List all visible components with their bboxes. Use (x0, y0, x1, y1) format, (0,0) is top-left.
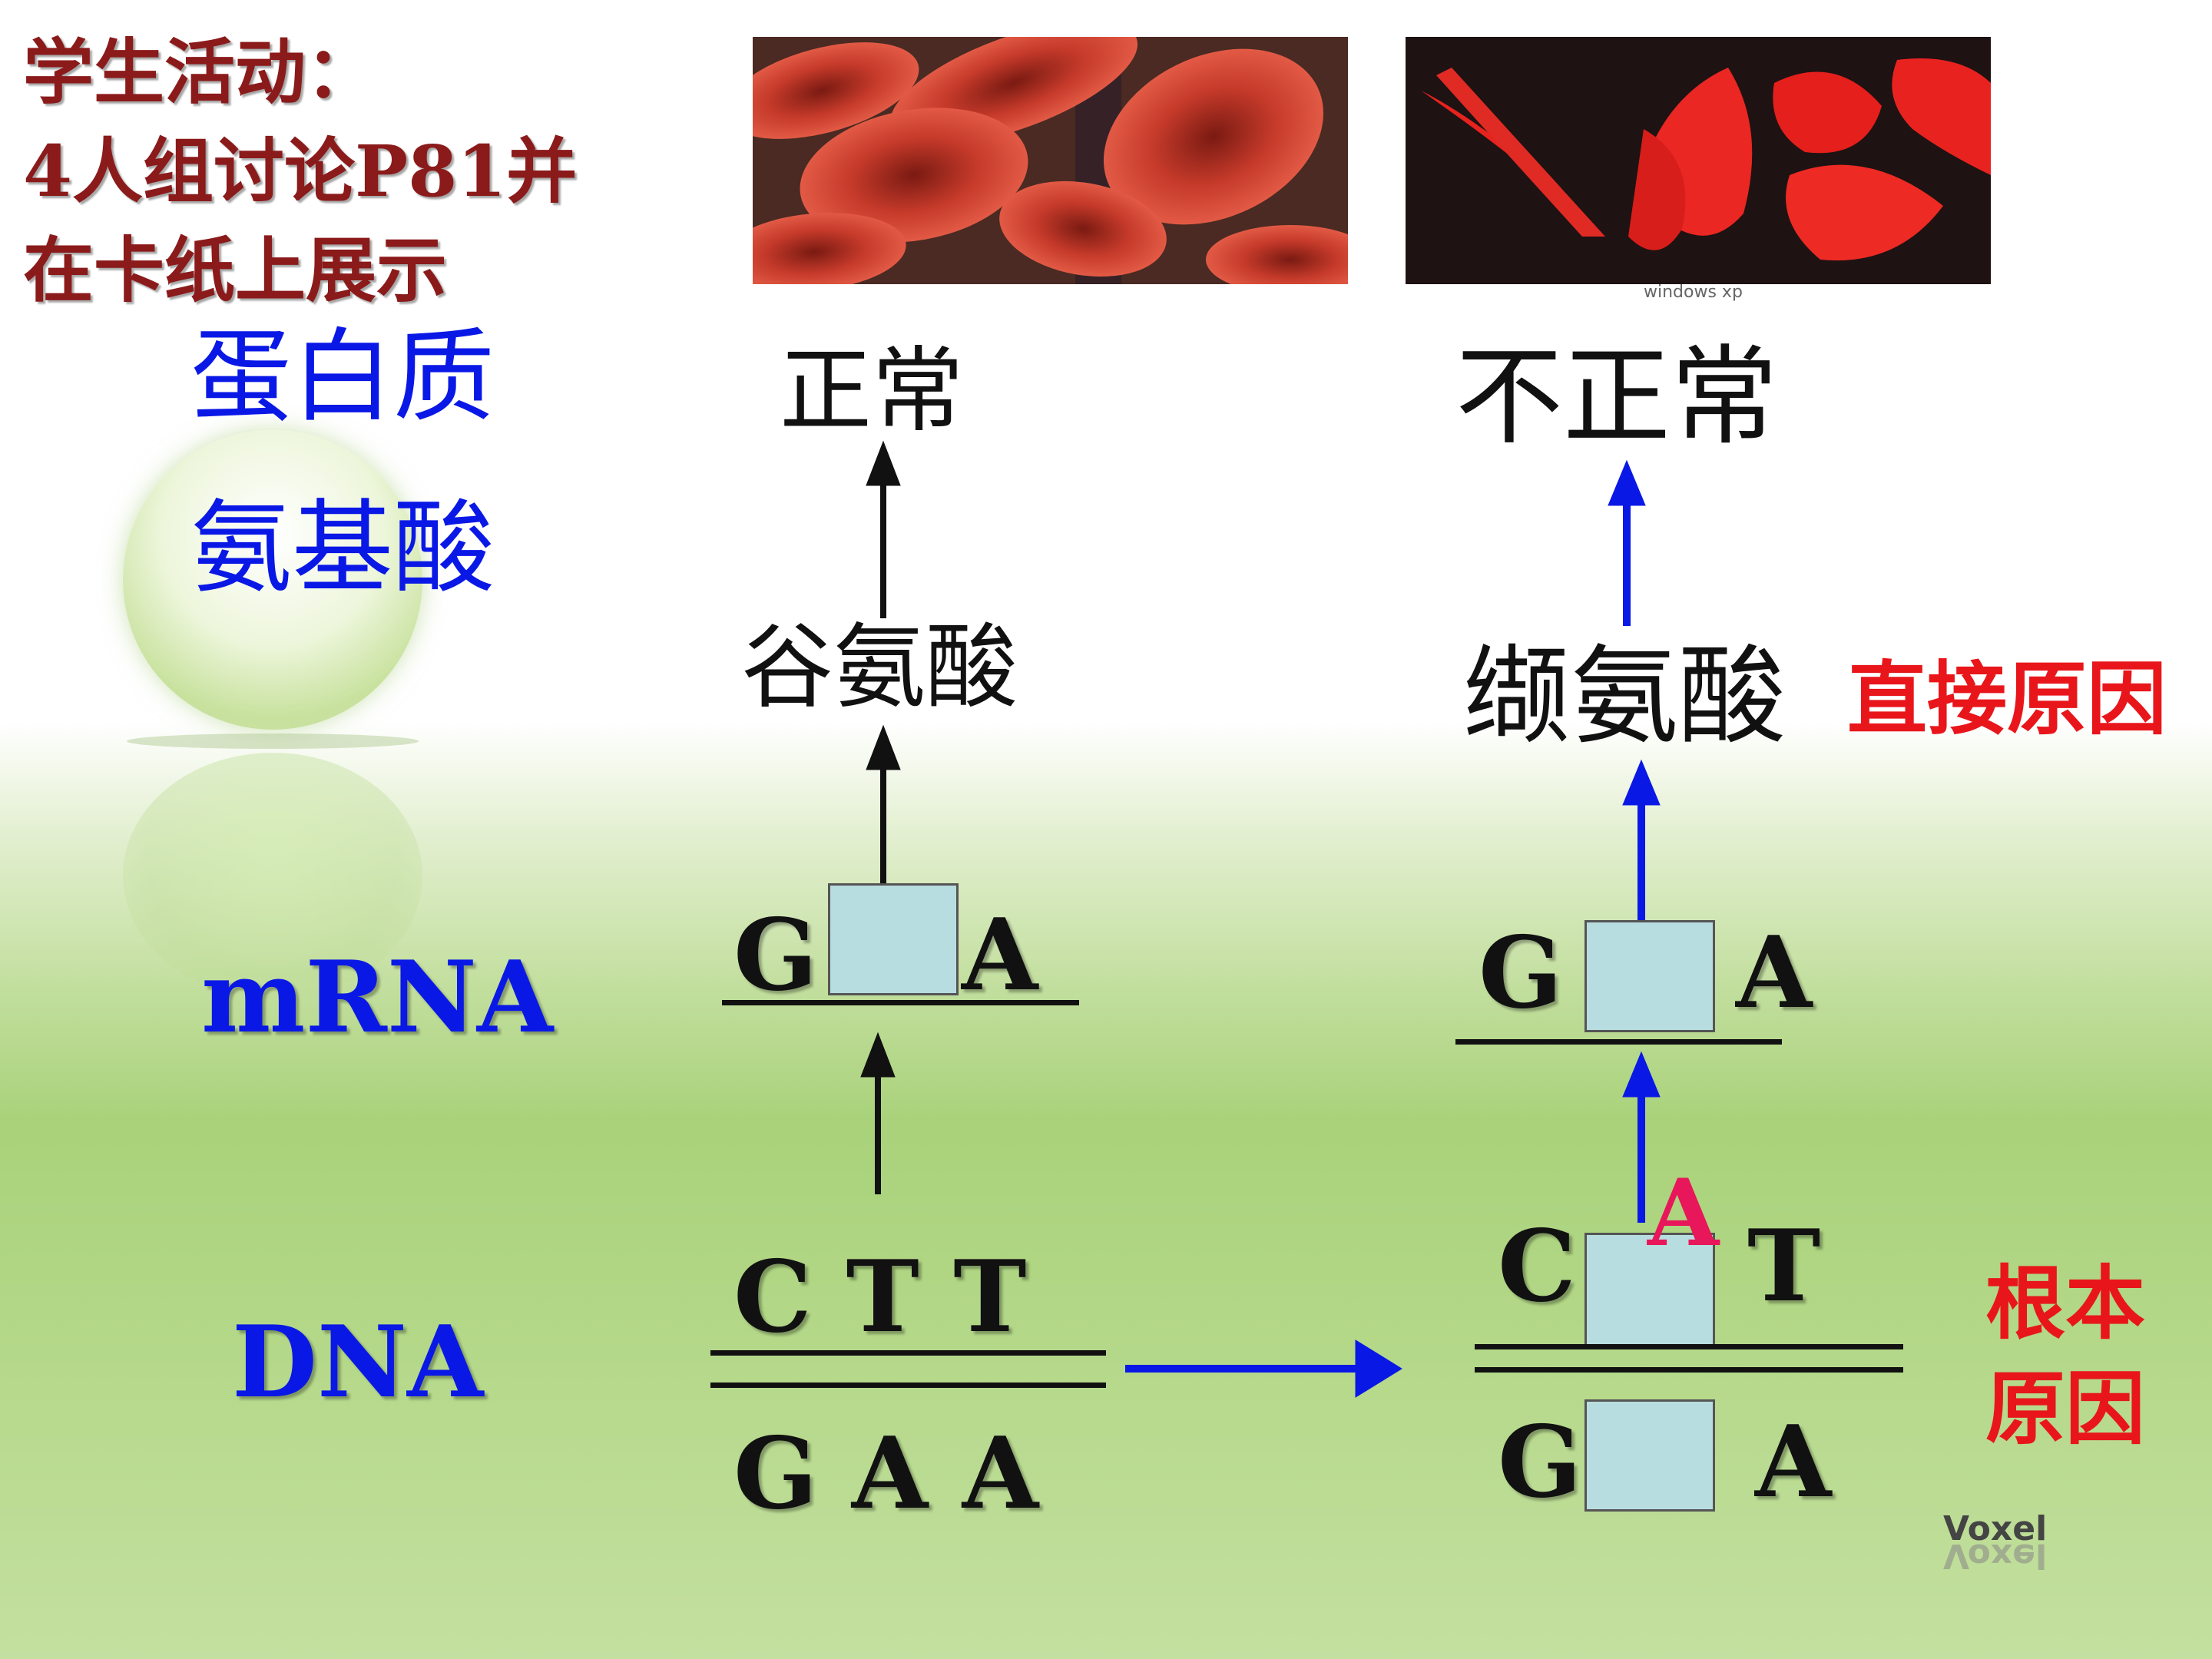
photo-watermark: windows xp (1644, 283, 1743, 302)
normal-mrna-box (828, 883, 959, 995)
abnormal-mrna-strand (1455, 1039, 1782, 1045)
normal-dna-strand-bottom (710, 1382, 1106, 1388)
abnormal-amino-acid: 缬氨酸 (1463, 634, 1786, 760)
abnormal-status: 不正常 (1455, 335, 1779, 460)
normal-dna-strand-top (710, 1350, 1106, 1356)
abnormal-dna-top-box (1584, 1233, 1715, 1348)
abnormal-dna-top-left: C (1498, 1209, 1576, 1324)
title-line-2: 4人组讨论P81并 (23, 129, 578, 213)
normal-cells-photo (753, 37, 1348, 284)
arrow-up-icon (1622, 1051, 1661, 1223)
normal-mrna-left: G (733, 898, 818, 1013)
label-protein: 蛋白质 (190, 318, 495, 436)
title-line-3: 在卡纸上展示 (23, 228, 448, 312)
arrow-up-icon (860, 1031, 896, 1194)
normal-mrna-strand (722, 1000, 1079, 1005)
direct-cause-label: 直接原因 (1847, 651, 2167, 746)
normal-mrna-right: A (962, 898, 1038, 1013)
abnormal-mrna-box (1584, 920, 1715, 1032)
mutation-base: A (1647, 1159, 1720, 1267)
abnormal-dna-top-right: T (1747, 1209, 1821, 1324)
root-cause-label-line2: 原因 (1985, 1361, 2146, 1455)
abnormal-mrna-left: G (1479, 916, 1563, 1031)
abnormal-dna-bottom-box (1584, 1399, 1715, 1512)
abnormal-cells-photo (1406, 37, 1991, 284)
abnormal-mrna-right: A (1736, 916, 1813, 1031)
normal-arrows (860, 440, 901, 1194)
arrow-up-icon (866, 440, 901, 618)
normal-status: 正常 (780, 338, 964, 445)
title-line-1: 学生活动： (23, 31, 377, 114)
normal-dna-top: C T T (733, 1240, 1027, 1355)
abnormal-arrows (1125, 459, 1661, 1398)
activity-title: 学生活动： 4人组讨论P81并 在卡纸上展示 (23, 23, 577, 320)
label-dna: DNA (232, 1305, 484, 1420)
label-amino-acid: 氨基酸 (190, 489, 495, 608)
abnormal-dna-bottom-right: A (1755, 1405, 1832, 1520)
abnormal-dna-strand-bottom (1475, 1367, 1903, 1373)
orb-shadow (127, 733, 419, 749)
voxel-logo: Voxel (1943, 1509, 2048, 1548)
normal-dna-bottom: G A A (733, 1416, 1039, 1532)
arrow-up-icon (866, 724, 901, 883)
arrow-right-icon (1125, 1339, 1402, 1398)
arrow-up-icon (1622, 759, 1661, 920)
normal-amino-acid: 谷氨酸 (741, 614, 1018, 721)
abnormal-dna-bottom-left: G (1498, 1405, 1582, 1520)
arrow-up-icon (1608, 459, 1646, 626)
abnormal-dna-strand-top (1475, 1344, 1903, 1349)
root-cause-label-line1: 根本 (1985, 1256, 2146, 1350)
decorative-orb (123, 430, 422, 730)
label-mrna: mRNA (201, 940, 554, 1055)
orb-reflection (123, 753, 422, 998)
